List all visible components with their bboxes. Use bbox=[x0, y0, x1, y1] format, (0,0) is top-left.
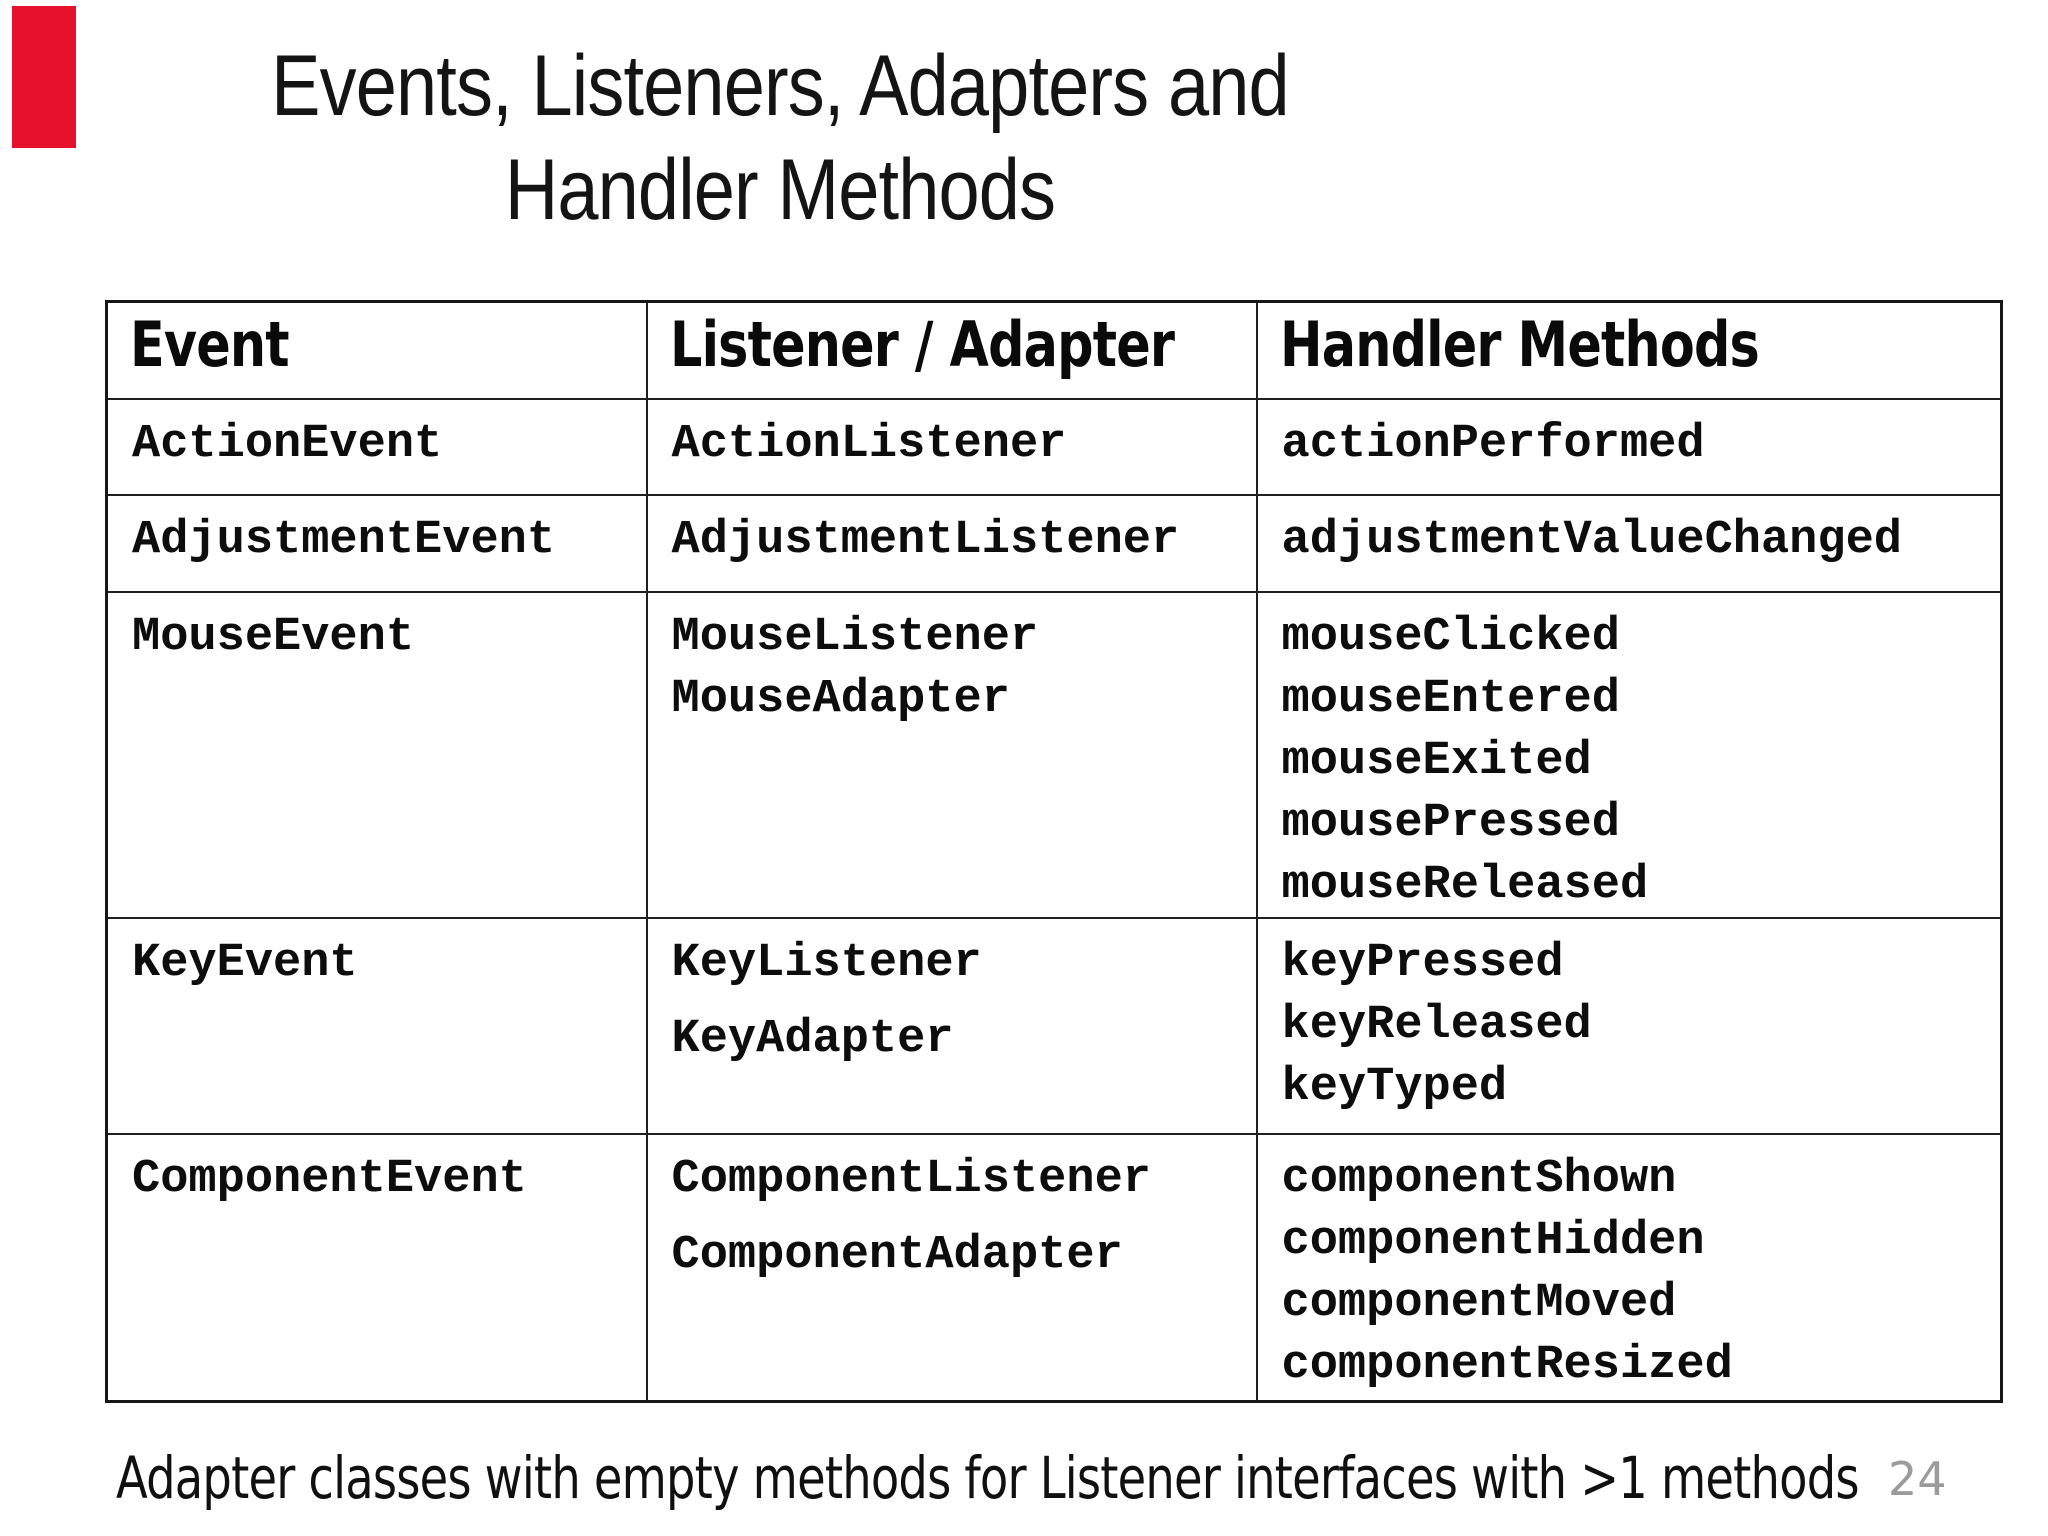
event-name: MouseEvent bbox=[132, 610, 415, 664]
adapter-name: KeyAdapter bbox=[671, 1012, 954, 1066]
table-row: AdjustmentEvent AdjustmentListener adjus… bbox=[105, 493, 2003, 593]
adapter-name: ComponentAdapter bbox=[671, 1228, 1123, 1282]
handler-name: adjustmentValueChanged bbox=[1281, 513, 1903, 567]
header-listener-adapter-label: Listener / Adapter bbox=[669, 308, 1175, 382]
handler-name: mousePressed bbox=[1281, 796, 1620, 850]
table-row: ActionEvent ActionListener actionPerform… bbox=[105, 397, 2003, 496]
cell-event: ComponentEvent bbox=[105, 1132, 648, 1403]
handler-name: mouseEntered bbox=[1281, 672, 1620, 726]
table-row: MouseEvent MouseListener MouseAdapter mo… bbox=[105, 590, 2003, 919]
cell-handlers: keyPressed keyReleased keyTyped bbox=[1255, 916, 2003, 1135]
slide-accent-mark bbox=[12, 6, 76, 148]
event-name: KeyEvent bbox=[132, 936, 358, 990]
handler-name: componentResized bbox=[1281, 1338, 1733, 1392]
listener-name: ComponentListener bbox=[671, 1152, 1151, 1206]
header-handler-methods-label: Handler Methods bbox=[1279, 308, 1760, 382]
listener-name: KeyListener bbox=[671, 936, 982, 990]
handler-name: componentShown bbox=[1281, 1152, 1677, 1206]
event-name: ComponentEvent bbox=[132, 1152, 527, 1206]
slide-caption: Adapter classes with empty methods for L… bbox=[116, 1444, 1860, 1512]
slide-title-line1: Events, Listeners, Adapters and bbox=[271, 38, 1289, 134]
cell-listeners: MouseListener MouseAdapter bbox=[645, 590, 1258, 919]
cell-handlers: mouseClicked mouseEntered mouseExited mo… bbox=[1255, 590, 2003, 919]
event-name: ActionEvent bbox=[132, 417, 443, 471]
cell-listeners: ActionListener bbox=[645, 397, 1258, 496]
cell-handlers: adjustmentValueChanged bbox=[1255, 493, 2003, 593]
listener-name: AdjustmentListener bbox=[671, 513, 1180, 567]
cell-handlers: actionPerformed bbox=[1255, 397, 2003, 496]
listener-name: ActionListener bbox=[671, 417, 1067, 471]
header-cell-handler-methods: Handler Methods bbox=[1255, 300, 2003, 400]
slide-title: Events, Listeners, Adapters and Handler … bbox=[178, 34, 1382, 242]
header-cell-event: Event bbox=[105, 300, 648, 400]
handler-name: mouseClicked bbox=[1281, 610, 1620, 664]
handler-name: componentHidden bbox=[1281, 1214, 1705, 1268]
cell-event: ActionEvent bbox=[105, 397, 648, 496]
handler-name: mouseReleased bbox=[1281, 858, 1649, 912]
cell-listeners: KeyListener KeyAdapter bbox=[645, 916, 1258, 1135]
cell-event: KeyEvent bbox=[105, 916, 648, 1135]
adapter-name: MouseAdapter bbox=[671, 672, 1010, 726]
handler-name: keyReleased bbox=[1281, 998, 1592, 1052]
header-event-label: Event bbox=[130, 308, 290, 382]
cell-event: MouseEvent bbox=[105, 590, 648, 919]
events-listeners-table: Event Listener / Adapter Handler Methods… bbox=[105, 300, 2003, 1403]
event-name: AdjustmentEvent bbox=[132, 513, 556, 567]
handler-name: actionPerformed bbox=[1281, 417, 1705, 471]
table-row: KeyEvent KeyListener KeyAdapter keyPress… bbox=[105, 916, 2003, 1135]
table-row: ComponentEvent ComponentListener Compone… bbox=[105, 1132, 2003, 1403]
slide-title-line2: Handler Methods bbox=[504, 142, 1056, 238]
listener-name: MouseListener bbox=[671, 610, 1039, 664]
cell-event: AdjustmentEvent bbox=[105, 493, 648, 593]
header-cell-listener-adapter: Listener / Adapter bbox=[645, 300, 1258, 400]
cell-listeners: ComponentListener ComponentAdapter bbox=[645, 1132, 1258, 1403]
handler-name: mouseExited bbox=[1281, 734, 1592, 788]
handler-name: keyPressed bbox=[1281, 936, 1564, 990]
handler-name: keyTyped bbox=[1281, 1060, 1508, 1114]
page-number: 24 bbox=[1888, 1452, 1947, 1506]
handler-name: componentMoved bbox=[1281, 1276, 1677, 1330]
table-header-row: Event Listener / Adapter Handler Methods bbox=[105, 300, 2003, 400]
cell-handlers: componentShown componentHidden component… bbox=[1255, 1132, 2003, 1403]
cell-listeners: AdjustmentListener bbox=[645, 493, 1258, 593]
